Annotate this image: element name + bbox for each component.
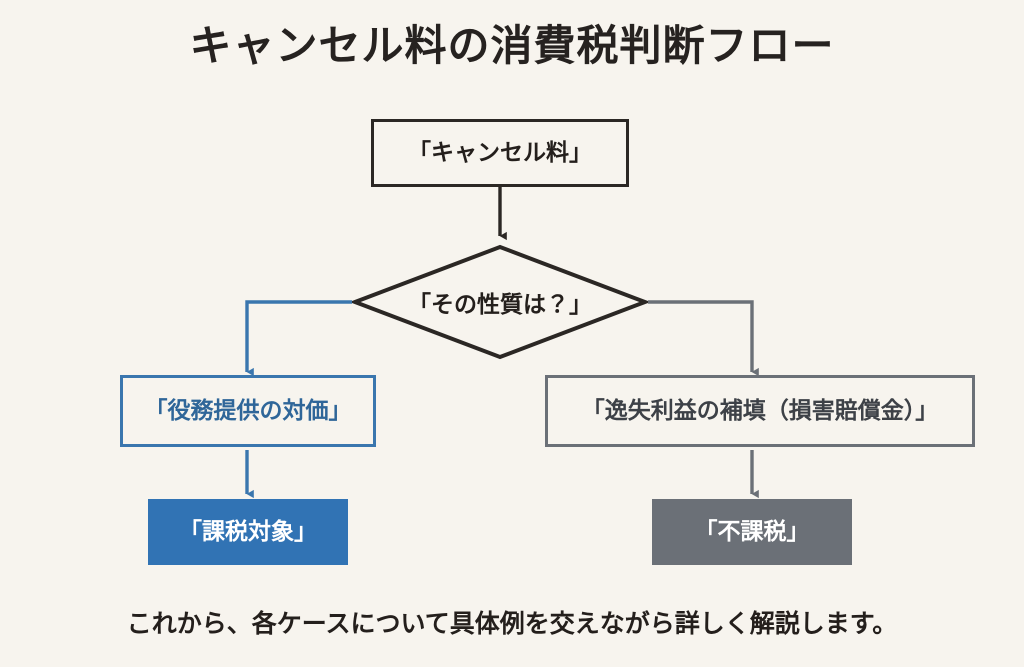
flow-node-right-middle[interactable]: 「逸失利益の補填（損害賠償金）」 xyxy=(545,375,975,447)
flow-node-right-result[interactable]: 「不課税」 xyxy=(652,499,852,565)
flow-node-left-result-label: 「課税対象」 xyxy=(179,518,317,545)
connector-decision-to-left-middle xyxy=(245,300,352,377)
page-title: キャンセル料の消費税判断フロー xyxy=(189,22,835,69)
connector-decision-to-right-middle xyxy=(648,300,759,377)
diamond-shape xyxy=(352,244,648,360)
slide-caption: これから、各ケースについて具体例を交えながら詳しく解説します。 xyxy=(126,610,898,638)
flow-node-decision[interactable]: 「その性質は？」 xyxy=(352,244,648,360)
flow-node-start-label: 「キャンセル料」 xyxy=(408,139,592,166)
flow-node-right-result-label: 「不課税」 xyxy=(694,518,810,545)
flow-node-start[interactable]: 「キャンセル料」 xyxy=(371,119,629,187)
flow-node-left-middle[interactable]: 「役務提供の対価」 xyxy=(120,375,376,447)
flow-node-decision-label: 「その性質は？」 xyxy=(408,291,592,317)
flow-node-left-result[interactable]: 「課税対象」 xyxy=(148,499,348,565)
flow-node-right-middle-label: 「逸失利益の補填（損害賠償金）」 xyxy=(581,397,939,424)
flow-node-left-middle-label: 「役務提供の対価」 xyxy=(144,397,352,424)
